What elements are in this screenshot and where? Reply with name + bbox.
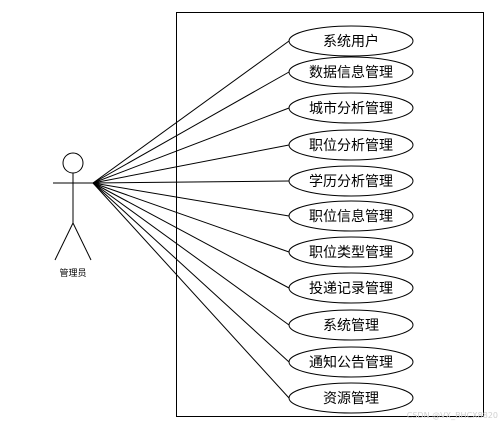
use-case: 数据信息管理 [288, 56, 414, 88]
use-case-label: 职位分析管理 [309, 138, 393, 154]
use-case-ellipse [288, 346, 414, 378]
use-case-ellipse [288, 92, 414, 124]
use-case-ellipse [288, 272, 414, 304]
use-case-label: 城市分析管理 [309, 100, 393, 117]
use-case-label: 职位信息管理 [309, 208, 393, 225]
use-case: 职位分析管理 [288, 129, 414, 161]
actor-figure: 管理员 [53, 152, 93, 279]
use-case-ellipse [288, 200, 414, 232]
watermark: CSDN @VX_BHCX8820 [407, 411, 498, 420]
use-case: 通知公告管理 [288, 346, 414, 378]
association-line [92, 144, 290, 184]
use-case-label: 系统用户 [323, 33, 379, 50]
actor-head [62, 152, 84, 174]
use-case: 资源管理 [288, 382, 414, 414]
actor-left-leg [54, 222, 74, 261]
association-line [92, 182, 290, 399]
association-line [92, 180, 290, 184]
use-case: 城市分析管理 [288, 92, 414, 124]
use-case: 系统用户 [288, 25, 414, 57]
actor-right-leg [72, 222, 92, 261]
use-case-label: 系统管理 [323, 318, 379, 334]
association-line [92, 182, 290, 289]
use-case-label: 数据信息管理 [309, 64, 393, 81]
use-case-ellipse [288, 309, 414, 341]
use-case-ellipse [288, 56, 414, 88]
use-case-ellipse [288, 25, 414, 57]
use-case-label: 通知公告管理 [309, 354, 393, 371]
association-line [92, 71, 290, 184]
use-case-label: 职位类型管理 [309, 245, 393, 261]
association-line [92, 182, 290, 217]
use-case-ellipse [288, 165, 414, 197]
use-case-label: 投递记录管理 [309, 281, 393, 297]
use-case-ellipse [288, 236, 414, 268]
association-line [92, 40, 290, 184]
association-line [92, 182, 290, 253]
association-line [92, 182, 290, 326]
use-case-label: 资源管理 [323, 391, 379, 407]
association-line [92, 107, 290, 184]
use-case-label: 学历分析管理 [309, 174, 393, 190]
use-case: 职位类型管理 [288, 236, 414, 268]
use-case: 系统管理 [288, 309, 414, 341]
actor-label: 管理员 [59, 267, 86, 279]
use-case-ellipse [288, 382, 414, 414]
use-case-list: 系统用户数据信息管理城市分析管理职位分析管理学历分析管理职位信息管理职位类型管理… [288, 25, 414, 414]
use-case-ellipse [288, 129, 414, 161]
association-lines [92, 40, 290, 399]
use-case: 职位信息管理 [288, 200, 414, 232]
use-case: 学历分析管理 [288, 165, 414, 197]
use-case: 投递记录管理 [288, 272, 414, 304]
association-line [92, 182, 290, 363]
